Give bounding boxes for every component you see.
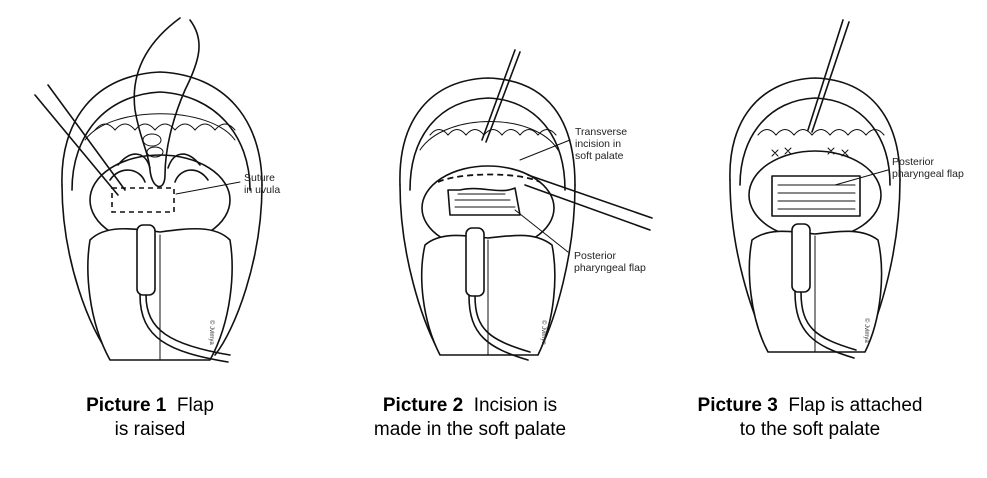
illustration-panel-1: © Jvlmya Suture in uvula <box>0 0 330 380</box>
flap-attached-illustration: © Jvlmya <box>729 19 901 359</box>
label-transverse-incision: Transverse incision in soft palate <box>575 126 628 162</box>
forceps <box>481 49 516 141</box>
artist-signature: © Jvlmya <box>863 318 870 343</box>
pharyngeal-flap <box>447 187 521 216</box>
caption-title: Picture 1 <box>86 395 167 416</box>
label-posterior-pharyngeal-flap: Posterior pharyngeal flap <box>574 250 646 274</box>
caption-title: Picture 3 <box>697 395 778 416</box>
transverse-incision <box>437 173 541 183</box>
artist-signature: © Jvlmya <box>540 320 547 345</box>
upper-lip <box>61 71 263 186</box>
retractor <box>524 184 651 231</box>
catheter <box>136 224 156 296</box>
upper-lip <box>399 77 576 186</box>
label-suture-in-uvula: Suture in uvula <box>244 172 281 196</box>
caption-picture-1: Picture 1 Flap is raised <box>86 395 214 440</box>
label-posterior-pharyngeal-flap: Posterior pharyngeal flap <box>892 156 964 180</box>
incision-illustration: © Jvlmya <box>399 49 653 361</box>
retractor <box>34 94 119 196</box>
flap-outline <box>111 187 175 213</box>
artist-signature: © Jvlmya <box>208 320 215 345</box>
forceps <box>807 19 844 131</box>
upper-teeth <box>94 123 236 131</box>
stitches <box>771 147 849 157</box>
caption-title: Picture 2 <box>382 395 464 416</box>
flap-raised-illustration: © Jvlmya <box>34 17 263 363</box>
caption-picture-2: Picture 2 Incision is made in the soft p… <box>373 395 567 440</box>
upper-teeth <box>429 129 557 136</box>
upper-lip <box>729 77 901 181</box>
illustration-panel-2: © Jvlmya Transverse incision in soft pal… <box>330 0 660 380</box>
catheter <box>465 227 485 297</box>
catheter <box>791 223 811 293</box>
upper-teeth <box>757 129 885 136</box>
caption-picture-3: Picture 3 Flap is attached to the soft p… <box>697 395 923 440</box>
illustration-panel-3: © Jvlmya Posterior pharyngeal flap <box>660 0 987 380</box>
suture-thread <box>133 17 200 188</box>
